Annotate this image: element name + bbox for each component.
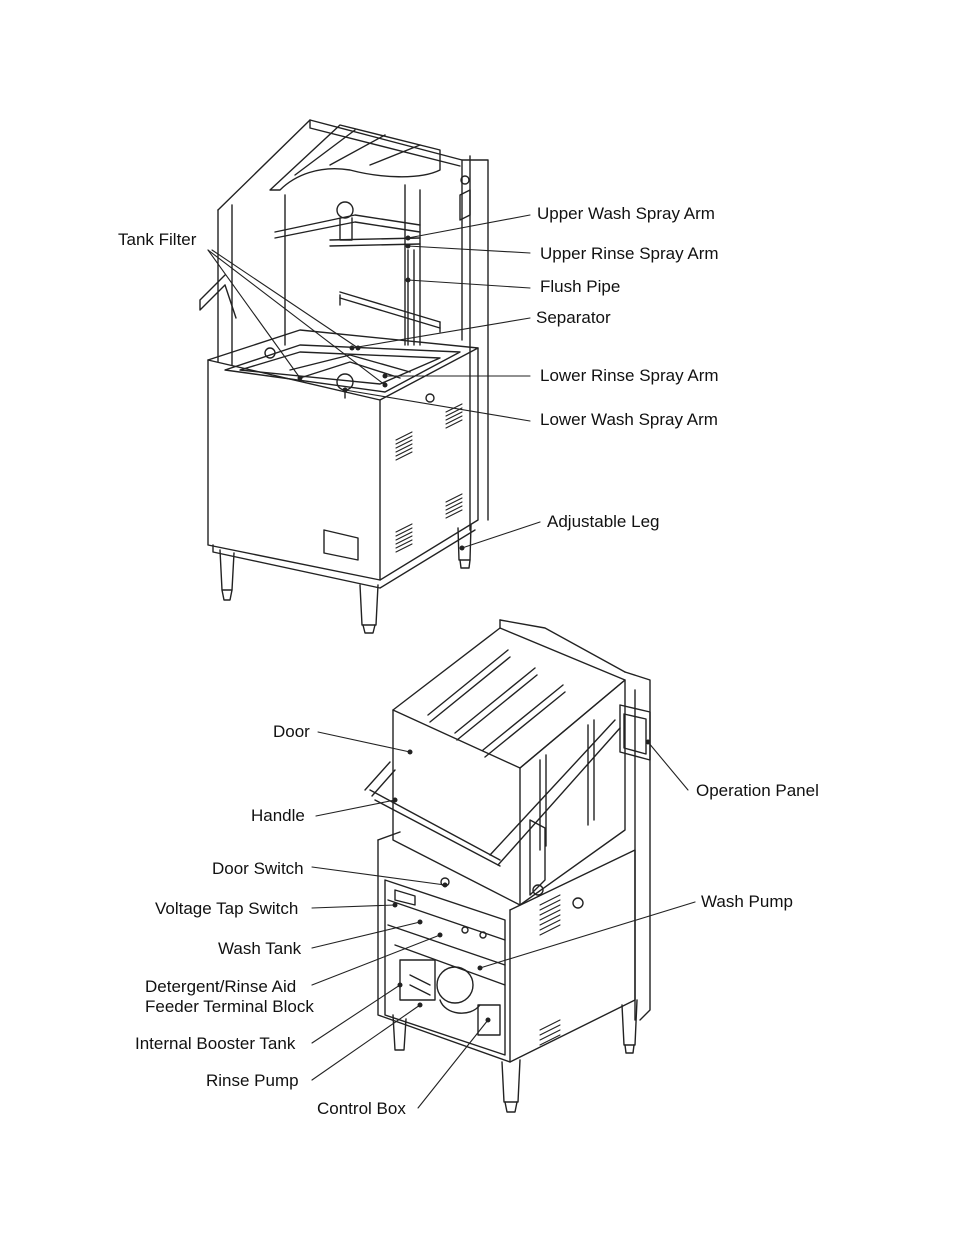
top-leader-dots: [298, 236, 465, 551]
label-detergent-feeder-line1: Detergent/Rinse Aid: [145, 977, 296, 997]
label-rinse-pump: Rinse Pump: [206, 1071, 299, 1091]
label-upper-rinse-spray-arm: Upper Rinse Spray Arm: [540, 244, 719, 264]
label-wash-tank: Wash Tank: [218, 939, 301, 959]
bottom-leader-dots: [393, 740, 651, 1023]
label-voltage-tap-switch: Voltage Tap Switch: [155, 899, 298, 919]
label-lower-rinse-spray-arm: Lower Rinse Spray Arm: [540, 366, 719, 386]
label-upper-wash-spray-arm: Upper Wash Spray Arm: [537, 204, 715, 224]
label-door: Door: [273, 722, 310, 742]
label-control-box: Control Box: [317, 1099, 406, 1119]
vent-grill: [540, 895, 560, 1045]
label-detergent-feeder-line2: Feeder Terminal Block: [145, 997, 314, 1017]
vent-grill: [396, 404, 462, 552]
label-lower-wash-spray-arm: Lower Wash Spray Arm: [540, 410, 718, 430]
label-wash-pump: Wash Pump: [701, 892, 793, 912]
top-leader-lines: [208, 215, 540, 548]
label-handle: Handle: [251, 806, 305, 826]
label-flush-pipe: Flush Pipe: [540, 277, 620, 297]
label-internal-booster-tank: Internal Booster Tank: [135, 1034, 295, 1054]
label-adjustable-leg: Adjustable Leg: [547, 512, 659, 532]
label-door-switch: Door Switch: [212, 859, 304, 879]
bottom-machine-drawing: [365, 620, 650, 1112]
label-separator: Separator: [536, 308, 611, 328]
label-tank-filter: Tank Filter: [118, 230, 196, 250]
label-operation-panel: Operation Panel: [696, 781, 819, 801]
